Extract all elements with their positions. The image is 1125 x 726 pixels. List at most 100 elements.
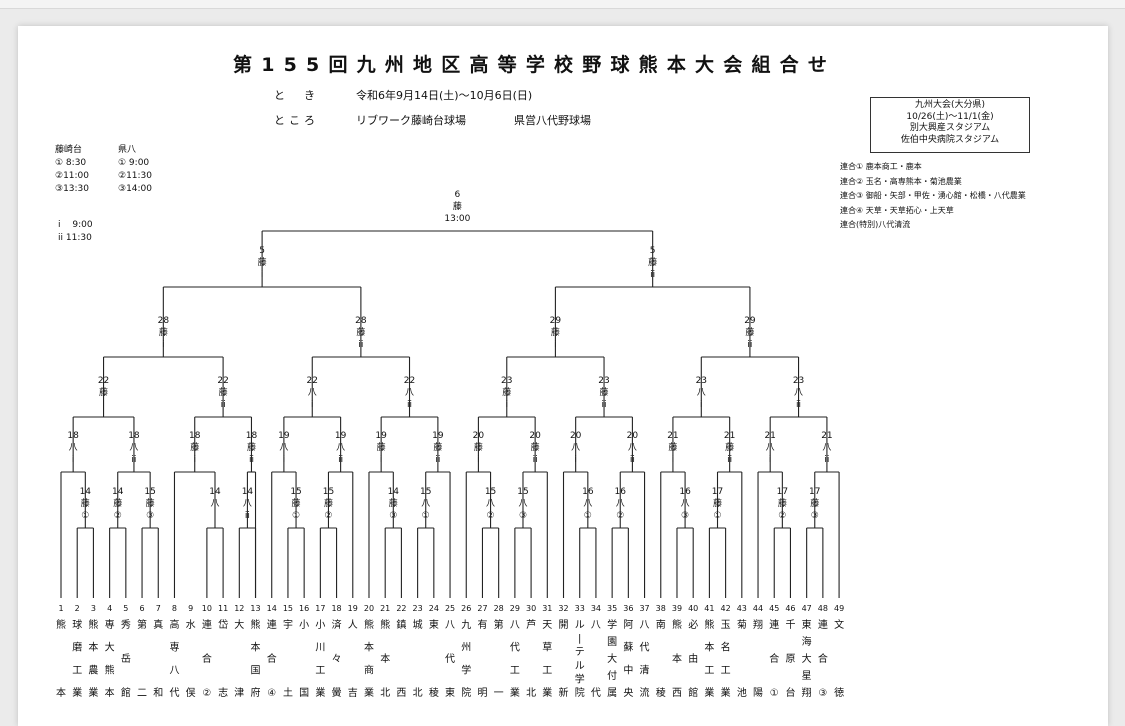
team-name-char: 代 xyxy=(591,687,601,699)
rengo-special: 連合(特別)八代清流 xyxy=(840,220,911,229)
roman-time-i: i 9:00 xyxy=(58,220,93,230)
team-number: 14 xyxy=(267,604,277,613)
team-number: 48 xyxy=(818,604,828,613)
team-name-char: 熊 xyxy=(704,618,714,631)
team-number: 22 xyxy=(396,604,406,613)
team-number: 42 xyxy=(721,604,731,613)
team-name-char: 星 xyxy=(802,670,812,682)
kenpachi-time-3: ③14:00 xyxy=(118,184,153,194)
team-name-char: 流 xyxy=(640,686,650,699)
team-number: 28 xyxy=(494,604,504,613)
team-number: 21 xyxy=(380,604,390,613)
roman-time-ii: ii 11:30 xyxy=(58,233,92,243)
team-name-char: 工 xyxy=(72,665,82,676)
kyushu-line-2: 10/26(土)〜11/1(金) xyxy=(906,111,994,122)
team-name-char: 北 xyxy=(526,687,536,699)
team-name-char: 玉 xyxy=(721,620,731,631)
team-name-char: 付 xyxy=(607,669,617,682)
team-name-char: 合 xyxy=(818,652,828,665)
team-name-char: ル xyxy=(575,620,585,631)
team-name-char: 西 xyxy=(396,688,406,699)
team-name-char: 本 xyxy=(251,641,261,654)
team-name-char: 東 xyxy=(445,686,455,699)
team-number: 7 xyxy=(156,604,161,613)
team-name-char: 俣 xyxy=(186,686,196,699)
team-name-char: 川 xyxy=(315,643,325,654)
team-name-char: 台 xyxy=(785,686,795,699)
team-number: 23 xyxy=(413,604,423,613)
team-name-char: 本 xyxy=(380,652,390,665)
document-page: 第155回九州地区高等学校野球熊本大会組合せ と き 令和6年9月14日(土)〜… xyxy=(18,26,1108,726)
team-name-char: 工 xyxy=(315,665,325,676)
team-name-char: 菊 xyxy=(737,619,747,631)
kyushu-line-1: 九州大会(大分県) xyxy=(914,100,986,110)
team-name-char: 熊 xyxy=(88,618,98,631)
team-number: 20 xyxy=(364,604,374,613)
team-name-char: 業 xyxy=(542,686,552,699)
team-number: 34 xyxy=(591,604,601,613)
team-number: 37 xyxy=(639,604,649,613)
team-number: 36 xyxy=(623,604,633,613)
team-name-char: 熊 xyxy=(364,618,374,631)
team-name-char: 連 xyxy=(202,618,212,631)
team-name-char: 業 xyxy=(72,686,82,699)
team-name-char: 高 xyxy=(169,618,179,631)
team-name-char: 第 xyxy=(137,618,147,631)
team-name-char: 津 xyxy=(234,687,244,699)
team-name-char: 九 xyxy=(461,619,471,631)
team-number: 35 xyxy=(607,604,617,613)
when-value: 令和6年9月14日(土)〜10月6日(日) xyxy=(356,89,533,102)
team-number: 9 xyxy=(188,604,193,613)
team-name-char: 専 xyxy=(169,642,179,654)
team-name-char: ③ xyxy=(818,688,827,699)
team-name-char: 鎮 xyxy=(396,618,406,631)
fujisakidai-time-3: ③13:30 xyxy=(55,184,90,194)
team-name-char: 一 xyxy=(494,688,504,699)
team-name-char: 代 xyxy=(169,687,179,699)
team-name-char: 南 xyxy=(656,618,666,631)
team-name-char: 天 xyxy=(542,620,552,631)
team-name-char: 国 xyxy=(299,687,309,699)
team-name-char xyxy=(56,643,66,654)
team-name-char: 連 xyxy=(818,618,828,631)
team-number: 5 xyxy=(123,604,128,613)
team-name-char: 宇 xyxy=(283,618,293,631)
team-number: 2 xyxy=(75,604,80,613)
team-name-char: 千 xyxy=(785,619,795,631)
team-name-char: ① xyxy=(770,688,779,699)
team-name-char: 合 xyxy=(267,652,277,665)
team-name-char: ② xyxy=(202,688,211,699)
team-name-char: 必 xyxy=(688,618,698,631)
team-name-char: 八 xyxy=(640,620,650,631)
team-name-char: 合 xyxy=(769,652,779,665)
team-number: 43 xyxy=(737,604,747,613)
kyushu-line-4: 佐伯中央病院スタジアム xyxy=(900,134,1000,145)
kyushu-line-3: 別大興産スタジアム xyxy=(909,123,991,133)
team-name-char: 阿 xyxy=(623,619,633,631)
team-name-char: 小 xyxy=(315,619,325,631)
team-name-char: 東 xyxy=(802,618,812,631)
team-name-char: 八 xyxy=(510,620,520,631)
team-name-char: 代 xyxy=(640,642,650,654)
team-name-char: 北 xyxy=(380,687,390,699)
team-name-char: 本 xyxy=(364,641,374,654)
team-name-char: 岱 xyxy=(218,618,228,631)
team-number: 13 xyxy=(250,604,260,613)
team-name-char: 連 xyxy=(769,618,779,631)
team-name-char: 名 xyxy=(721,641,731,654)
team-number: 29 xyxy=(510,604,520,613)
team-number: 32 xyxy=(558,604,568,613)
team-name-char: 有 xyxy=(477,618,487,631)
team-name-char: 工 xyxy=(542,665,552,676)
team-name-char: 学 xyxy=(575,672,585,685)
team-name-char: ④ xyxy=(267,688,276,699)
team-name-char: 北 xyxy=(413,687,423,699)
team-number: 49 xyxy=(834,604,844,613)
team-name-char xyxy=(56,665,66,676)
team-name-char: 業 xyxy=(704,686,714,699)
team-name-char: 清 xyxy=(640,663,650,676)
team-name-char: 八 xyxy=(445,620,455,631)
team-number: 11 xyxy=(218,604,228,613)
team-number: 39 xyxy=(672,604,682,613)
team-number: 44 xyxy=(753,604,763,613)
